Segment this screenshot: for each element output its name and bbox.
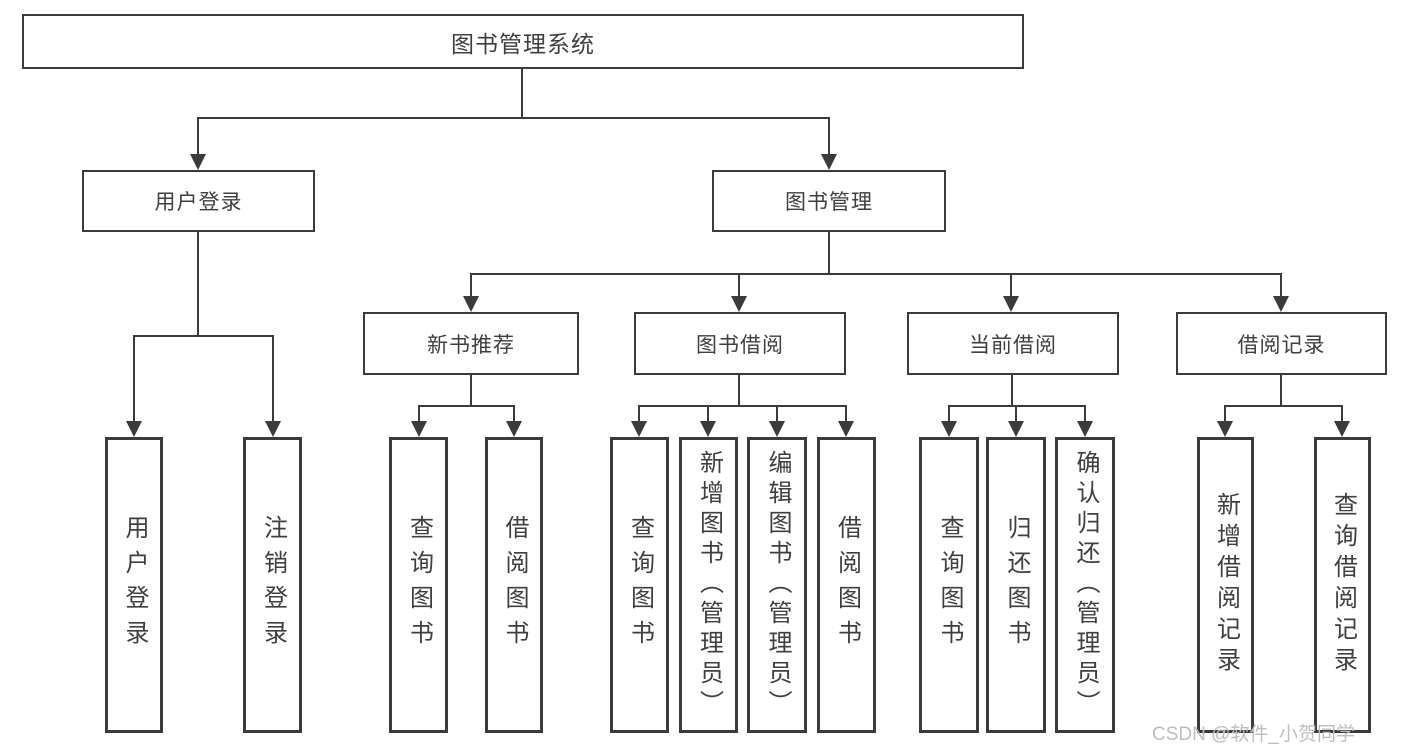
node-root-library-management-system: 图书管理系统 (22, 14, 1024, 69)
connector-line (948, 405, 1086, 407)
connector-line (470, 375, 472, 405)
connector-line (707, 405, 709, 422)
arrow-down-icon (731, 296, 747, 312)
leaf-return-books: 归还图书 (986, 437, 1046, 733)
arrow-down-icon (506, 421, 522, 437)
leaf-query-books-current: 查询图书 (919, 437, 979, 733)
arrow-down-icon (126, 421, 142, 437)
connector-line (1224, 405, 1226, 422)
connector-line (1280, 273, 1282, 297)
leaf-borrow-books: 借阅图书 (817, 437, 876, 733)
arrow-down-icon (463, 296, 479, 312)
leaf-add-borrow-record: 新增借阅记录 (1197, 437, 1254, 733)
node-user-login: 用户登录 (82, 170, 315, 232)
connector-line (638, 405, 640, 422)
connector-line (638, 405, 847, 407)
connector-line (1084, 405, 1086, 422)
connector-line (738, 273, 740, 297)
connector-line (133, 335, 135, 422)
arrow-down-icon (838, 421, 854, 437)
connector-line (197, 117, 199, 155)
leaf-query-books-recommend: 查询图书 (389, 437, 448, 733)
arrow-down-icon (769, 421, 785, 437)
leaf-confirm-return-admin: 确认归还（管理员） (1055, 437, 1115, 733)
arrow-down-icon (411, 421, 427, 437)
leaf-logout: 注销登录 (243, 437, 302, 733)
leaf-edit-books-admin: 编辑图书（管理员） (747, 437, 807, 733)
arrow-down-icon (941, 421, 957, 437)
arrow-down-icon (1008, 421, 1024, 437)
leaf-add-books-admin: 新增图书（管理员） (679, 437, 738, 733)
arrow-down-icon (1334, 421, 1350, 437)
leaf-user-login: 用户登录 (105, 437, 163, 733)
leaf-query-books-borrowing: 查询图书 (610, 437, 669, 733)
connector-line (1341, 405, 1343, 422)
leaf-query-borrow-record: 查询借阅记录 (1314, 437, 1371, 733)
connector-line (1280, 375, 1282, 405)
arrow-down-icon (190, 154, 206, 170)
connector-line (133, 335, 274, 337)
connector-line (418, 405, 515, 407)
node-book-management: 图书管理 (712, 170, 946, 232)
csdn-watermark: CSDN @软件_小贺同学 (1152, 724, 1355, 745)
arrow-down-icon (700, 421, 716, 437)
connector-line (418, 405, 420, 422)
connector-line (470, 273, 1282, 275)
connector-line (845, 405, 847, 422)
connector-line (738, 375, 740, 405)
connector-line (197, 232, 199, 335)
connector-line (828, 232, 830, 273)
connector-line (1010, 273, 1012, 297)
connector-line (521, 69, 523, 117)
connector-line (948, 405, 950, 422)
arrow-down-icon (1003, 296, 1019, 312)
connector-line (513, 405, 515, 422)
connector-line (776, 405, 778, 422)
leaf-borrow-books-recommend: 借阅图书 (485, 437, 543, 733)
connector-line (1224, 405, 1343, 407)
node-new-book-recommendation: 新书推荐 (363, 312, 579, 375)
arrow-down-icon (631, 421, 647, 437)
connector-line (197, 117, 830, 119)
connector-line (1011, 375, 1013, 405)
connector-line (828, 117, 830, 155)
node-borrowing-records: 借阅记录 (1176, 312, 1387, 375)
node-current-borrowing: 当前借阅 (907, 312, 1119, 375)
arrow-down-icon (1077, 421, 1093, 437)
arrow-down-icon (265, 421, 281, 437)
connector-line (1015, 405, 1017, 422)
connector-line (470, 273, 472, 297)
arrow-down-icon (1273, 296, 1289, 312)
node-book-borrowing: 图书借阅 (634, 312, 846, 375)
connector-line (272, 335, 274, 422)
arrow-down-icon (821, 154, 837, 170)
arrow-down-icon (1217, 421, 1233, 437)
